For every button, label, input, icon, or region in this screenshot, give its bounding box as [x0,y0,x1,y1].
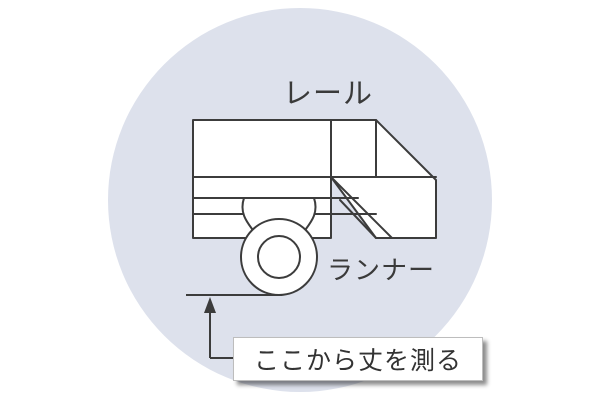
rail-end-diagonal [339,199,377,239]
rail-end-diagonal [330,176,393,239]
measure-callout: ここから丈を測る [233,337,483,381]
runner-label: ランナー [327,256,436,286]
runner-ring-inner [257,235,301,279]
measure-label: ここから丈を測る [253,346,462,375]
rail-label: レール [283,76,374,110]
rail-end-cap-top [330,119,377,178]
arrow-up-icon [204,297,216,313]
